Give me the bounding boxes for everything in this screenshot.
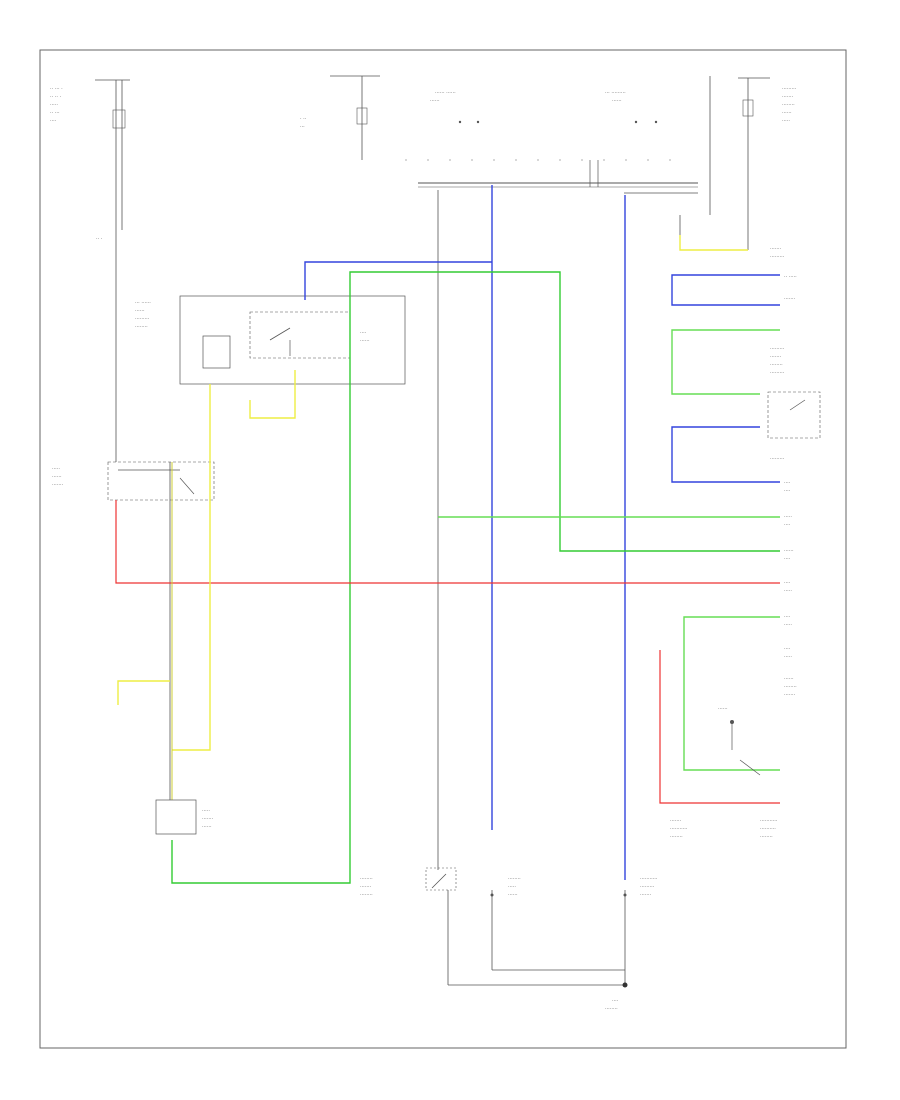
svg-text:·····: ····· bbox=[784, 654, 792, 660]
svg-text:········: ········ bbox=[135, 324, 148, 330]
svg-text:········: ········ bbox=[670, 834, 683, 840]
svg-text:·······: ······· bbox=[640, 892, 652, 898]
svg-text:········: ········ bbox=[760, 834, 773, 840]
svg-text:······: ······ bbox=[718, 706, 728, 712]
svg-text:····: ···· bbox=[784, 580, 791, 586]
svg-text:·······: ······· bbox=[770, 354, 782, 360]
svg-text:······: ······ bbox=[784, 548, 794, 554]
svg-text:········: ········ bbox=[360, 876, 373, 882]
svg-text:····: ···· bbox=[784, 614, 791, 620]
svg-text:········: ········ bbox=[508, 876, 521, 882]
multiplex-control-unit: ··· ······ ······ ········· ········ ···… bbox=[135, 295, 406, 385]
svg-text:·····: ····· bbox=[782, 118, 790, 124]
svg-text:·········: ········· bbox=[770, 456, 785, 462]
svg-text:········: ········ bbox=[770, 362, 783, 368]
svg-text:······: ······ bbox=[612, 98, 622, 104]
svg-text:·····: ····· bbox=[50, 102, 58, 108]
svg-text:·········: ········· bbox=[770, 254, 785, 260]
svg-text:·········: ········· bbox=[640, 884, 655, 890]
svg-text:····: ···· bbox=[784, 646, 791, 652]
svg-text:·······: ······· bbox=[770, 246, 782, 252]
svg-text:····: ···· bbox=[784, 556, 791, 562]
svg-text:····: ···· bbox=[784, 480, 791, 486]
blue-wires bbox=[304, 185, 780, 880]
svg-text:·······: ······· bbox=[360, 884, 372, 890]
svg-text:······: ······ bbox=[202, 824, 212, 830]
svg-text:·······: ······· bbox=[202, 816, 214, 822]
svg-text:······: ······ bbox=[784, 676, 794, 682]
svg-text:···········: ··········· bbox=[760, 818, 778, 824]
svg-text:·· ···: ·· ··· bbox=[50, 110, 60, 116]
connector-bus bbox=[405, 159, 698, 188]
svg-text:·····: ····· bbox=[202, 808, 210, 814]
driver-switch: ······ ······ ······ bbox=[430, 90, 480, 124]
svg-text:········: ········ bbox=[782, 102, 795, 108]
svg-text:·········: ········· bbox=[770, 370, 785, 376]
passenger-buckle-switch: ··········· ········· ······· bbox=[623, 876, 658, 898]
svg-text:······: ······ bbox=[52, 474, 62, 480]
svg-text:·····: ····· bbox=[784, 588, 792, 594]
svg-text:·······: ······· bbox=[784, 296, 796, 302]
srs-unit: ····· ······· ······ bbox=[155, 799, 214, 835]
svg-text:····: ···· bbox=[50, 118, 57, 124]
svg-text:····: ···· bbox=[784, 488, 791, 494]
svg-text:·········: ········· bbox=[782, 86, 797, 92]
svg-text:····: ···· bbox=[612, 998, 619, 1004]
svg-text:········: ········ bbox=[784, 684, 797, 690]
svg-text:·······: ······· bbox=[782, 94, 794, 100]
svg-text:· ··: · ·· bbox=[300, 116, 307, 122]
svg-text:····: ···· bbox=[784, 522, 791, 528]
svg-text:······: ······ bbox=[360, 338, 370, 344]
black-wires bbox=[115, 190, 698, 986]
svg-text:······: ······ bbox=[430, 98, 440, 104]
svg-text:·······: ······· bbox=[784, 692, 796, 698]
svg-text:···········: ··········· bbox=[670, 826, 688, 832]
svg-text:··········: ·········· bbox=[760, 826, 776, 832]
svg-text:·········: ········· bbox=[135, 316, 150, 322]
svg-text:······: ······ bbox=[782, 110, 792, 116]
svg-text:·····: ····· bbox=[508, 884, 516, 890]
red-wires bbox=[115, 500, 780, 804]
svg-text:·· ·· ·: ·· ·· · bbox=[50, 94, 62, 100]
svg-text:·······: ······· bbox=[670, 818, 682, 824]
under-hood-fuse-center: · ·· ··· bbox=[300, 75, 380, 160]
svg-text:··· ······: ··· ······ bbox=[135, 300, 151, 306]
passenger-switch: ··· ········· ······ bbox=[605, 90, 658, 124]
driver-seat-belt-switch: ········ ······· ········ bbox=[360, 867, 457, 898]
svg-text:···········: ··········· bbox=[640, 876, 658, 882]
svg-text:······: ······ bbox=[508, 892, 518, 898]
svg-text:·· ·····: ·· ····· bbox=[784, 274, 797, 280]
svg-text:···: ··· bbox=[300, 124, 305, 130]
svg-text:·····: ····· bbox=[784, 622, 792, 628]
ground-point: ···· ········ bbox=[605, 982, 628, 1012]
svg-text:········: ········ bbox=[360, 892, 373, 898]
diagram-frame bbox=[39, 49, 847, 1049]
svg-text:·········: ········· bbox=[770, 346, 785, 352]
svg-text:······: ······ bbox=[135, 308, 145, 314]
seat-belt-reminder-relay: ····· ······ ······· bbox=[52, 461, 215, 501]
gauge-control-module: ···· ···· ····· ···· ······ ···· ···· ··… bbox=[784, 480, 797, 698]
svg-text:······ ······: ······ ······ bbox=[435, 90, 456, 96]
svg-text:·····: ····· bbox=[784, 514, 792, 520]
green-wires bbox=[171, 271, 780, 884]
svg-text:·· ··· ·: ·· ··· · bbox=[50, 86, 63, 92]
passenger-occupant-sensor: ······ ······· ··········· ········ ····… bbox=[670, 706, 778, 840]
turn-switch: ······· ········· ·· ····· ······· ·····… bbox=[767, 246, 821, 462]
svg-text:·· ·: ·· · bbox=[96, 236, 103, 242]
driver-buckle-switch: ········ ····· ······ bbox=[490, 876, 521, 898]
svg-text:··· ·········: ··· ········· bbox=[605, 90, 626, 96]
svg-text:········: ········ bbox=[605, 1006, 618, 1012]
under-dash-fuse-right: ········· ······· ········ ······ ····· bbox=[709, 76, 797, 250]
svg-text:····: ···· bbox=[360, 330, 367, 336]
svg-text:·····: ····· bbox=[52, 466, 60, 472]
svg-text:·······: ······· bbox=[52, 482, 64, 488]
yellow-wires bbox=[117, 235, 748, 800]
under-dash-fuse-left: ·· ··· · ·· ·· · ····· ·· ··· ···· ·· · bbox=[50, 79, 130, 242]
